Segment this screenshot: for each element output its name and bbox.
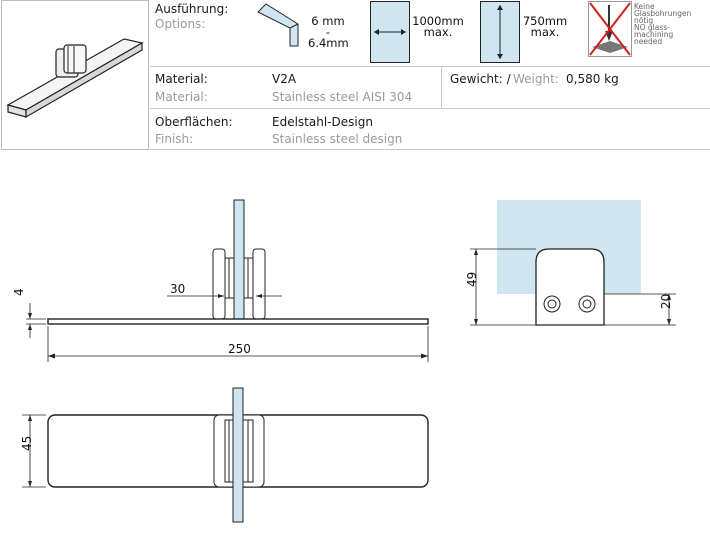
side-view <box>26 199 429 362</box>
finish-value-en: Stainless steel design <box>272 132 403 146</box>
drill-note-de-1: Keine <box>634 2 655 11</box>
weight-value: 0,580 kg <box>566 72 619 86</box>
drill-note-en-3: needed <box>634 37 663 46</box>
thickness-dash: - <box>325 25 331 39</box>
weight-label-de: Gewicht: / <box>450 72 511 86</box>
divider <box>150 108 710 109</box>
glass-thickness-icon <box>257 3 299 47</box>
thickness-top: 6 mm <box>311 14 345 28</box>
material-value-en: Stainless steel AISI 304 <box>272 90 413 104</box>
dim-width: 45 <box>20 436 34 451</box>
top-view <box>22 387 429 523</box>
divider <box>150 149 710 150</box>
dim-length: 250 <box>228 342 251 356</box>
spec-table: Ausführung: Options: 6 mm - 6.4mm 1000mm… <box>150 0 710 150</box>
thickness-bottom: 6.4mm <box>308 36 349 50</box>
height-max: max. <box>530 25 560 39</box>
dim-thickness: 4 <box>12 288 26 296</box>
dim-hole-height: 20 <box>659 294 673 309</box>
max-width-icon <box>370 1 410 63</box>
drill-note-de-3: nötig <box>634 16 654 25</box>
material-label-en: Material: <box>155 90 208 104</box>
finish-label-de: Oberflächen: <box>155 115 233 129</box>
finish-value-de: Edelstahl-Design <box>272 115 373 129</box>
material-value-de: V2A <box>272 72 297 86</box>
weight-label-en: Weight: <box>513 72 559 86</box>
product-illustration <box>6 38 144 119</box>
divider <box>441 66 442 108</box>
drill-note-en-2: machining <box>634 30 674 39</box>
max-height-icon <box>480 1 520 63</box>
divider <box>150 66 710 67</box>
options-label-en: Options: <box>155 17 206 31</box>
front-view <box>470 200 676 326</box>
height-value: 750mm <box>522 14 568 28</box>
technical-drawing: 4 30 250 45 49 20 <box>12 199 676 523</box>
width-value: 1000mm <box>412 14 464 28</box>
product-thumbnail <box>1 0 149 150</box>
dim-gap: 30 <box>170 282 185 296</box>
drill-note-en-1: NO glass- <box>634 23 670 32</box>
material-label-de: Material: <box>155 72 208 86</box>
no-drilling-icon <box>588 1 632 57</box>
width-max: max. <box>423 25 453 39</box>
finish-label-en: Finish: <box>155 132 194 146</box>
drill-note-de-2: Glasbohrungen <box>634 9 692 18</box>
dim-clamp-height: 49 <box>465 272 479 287</box>
options-label-de: Ausführung: <box>155 2 229 16</box>
